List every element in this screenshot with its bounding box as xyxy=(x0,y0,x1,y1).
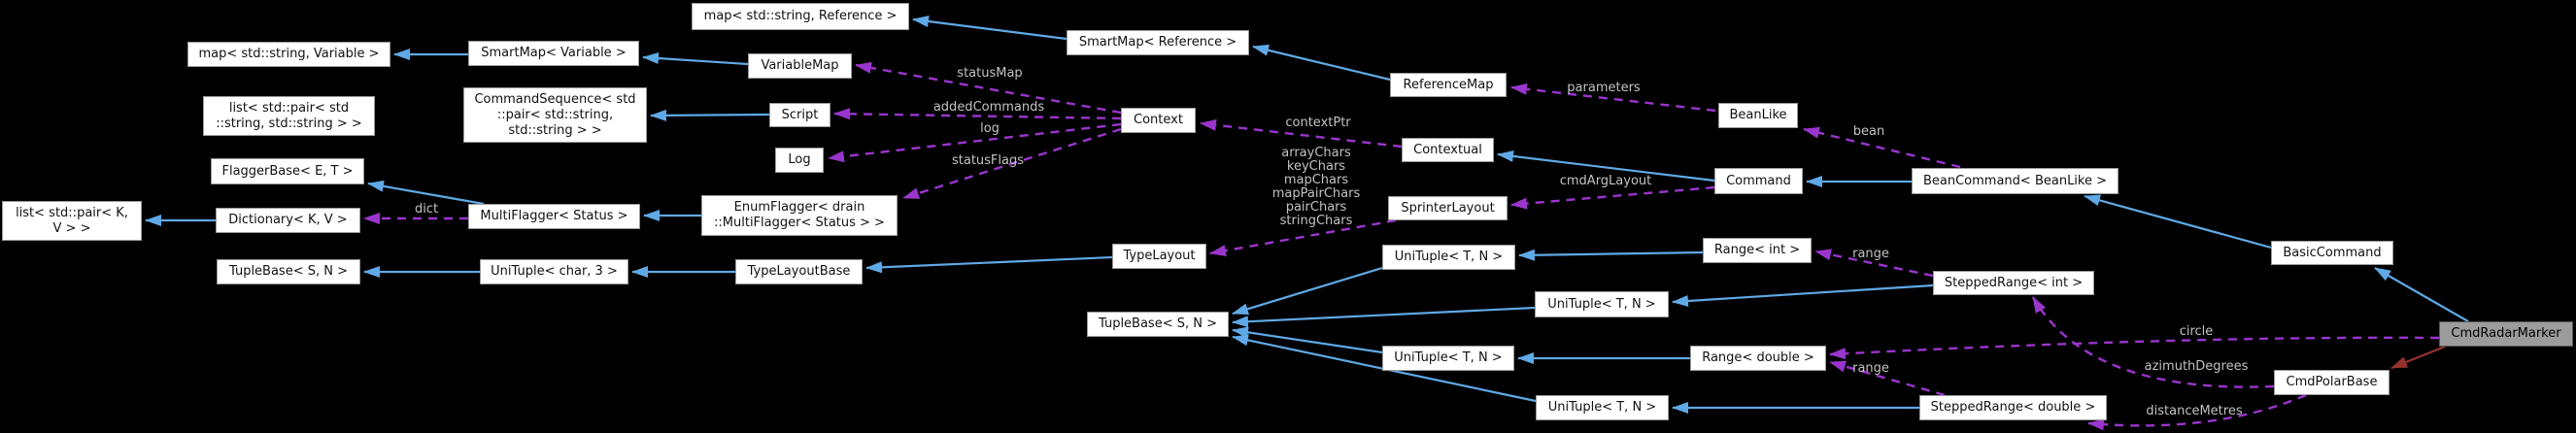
class-node-cmdradarmarker[interactable]: CmdRadarMarker xyxy=(2439,321,2573,347)
edge-inherit-19 xyxy=(1232,266,1383,316)
edge-label-statusFlags: statusFlags xyxy=(951,153,1025,168)
class-node-steppedrange-int[interactable]: SteppedRange< int > xyxy=(1933,271,2094,295)
class-node-variablemap[interactable]: VariableMap xyxy=(748,53,852,79)
class-node-unituple-char-3[interactable]: UniTuple< char, 3 > xyxy=(480,259,628,284)
class-node-unituple-t-n-1[interactable]: UniTuple< T, N > xyxy=(1382,245,1515,270)
edge-statusFlags-27 xyxy=(902,127,1122,200)
edge-inherit-21 xyxy=(1232,326,1383,354)
class-node-unituple-t-n-2[interactable]: UniTuple< T, N > xyxy=(1535,291,1669,317)
class-node-unituple-t-n-3[interactable]: UniTuple< T, N > xyxy=(1382,346,1514,371)
class-node-tuplebase-left[interactable]: TupleBase< S, N > xyxy=(217,259,360,284)
edge-contextPtr-29 xyxy=(1200,118,1403,149)
class-node-range-int[interactable]: Range< int > xyxy=(1703,238,1812,263)
class-node-flaggerbase[interactable]: FlaggerBase< E, T > xyxy=(211,158,364,184)
edge-inherit-2 xyxy=(912,16,1068,41)
class-node-beanlike[interactable]: BeanLike xyxy=(1718,103,1798,128)
edge-circle-36 xyxy=(1829,336,2440,360)
edge-inherit-3 xyxy=(1252,44,1391,82)
class-node-contextual[interactable]: Contextual xyxy=(1402,138,1494,162)
edge-label-dict: dict xyxy=(414,202,439,216)
class-node-typelayoutbase[interactable]: TypeLayoutBase xyxy=(735,259,863,284)
edge-label-parameters: parameters xyxy=(1567,81,1641,95)
class-node-commandsequence[interactable]: CommandSequence< std ::pair< std::string… xyxy=(463,87,647,143)
edge-label-range: range xyxy=(1852,247,1889,261)
edge-inherit-16 xyxy=(1672,283,1934,307)
class-node-range-double[interactable]: Range< double > xyxy=(1690,346,1826,371)
edge-bean-32 xyxy=(1803,126,1961,169)
edge-azimuthDegrees-37 xyxy=(2031,296,2275,388)
edge-inherit-20 xyxy=(1232,306,1536,328)
edge-arrayChars-30 xyxy=(1209,218,1397,257)
edge-label-arrayChars: arrayChars keyChars mapChars mapPairChar… xyxy=(1271,146,1361,228)
edge-label-contextPtr: contextPtr xyxy=(1285,116,1351,130)
class-node-cmdpolarbase[interactable]: CmdPolarBase xyxy=(2274,370,2390,395)
class-node-map-string-reference[interactable]: map< std::string, Reference > xyxy=(692,3,909,30)
class-node-typelayout[interactable]: TypeLayout xyxy=(1112,244,1206,269)
edge-label-addedCommands: addedCommands xyxy=(932,100,1045,115)
class-node-enumflagger[interactable]: EnumFlagger< drain ::MultiFlagger< Statu… xyxy=(701,195,898,236)
edge-statusMap-24 xyxy=(855,61,1122,115)
edge-inherit-14 xyxy=(2374,267,2469,322)
class-node-referencemap[interactable]: ReferenceMap xyxy=(1390,73,1507,97)
edge-derive-23 xyxy=(2390,345,2446,370)
class-node-multiflagger[interactable]: MultiFlagger< Status > xyxy=(468,204,640,229)
edge-distanceMetres-38 xyxy=(2087,393,2307,431)
edge-label-range: range xyxy=(1852,361,1889,376)
class-node-map-string-variable[interactable]: map< std::string, Variable > xyxy=(187,42,390,67)
edge-inherit-11 xyxy=(1497,150,1715,183)
edge-label-statusMap: statusMap xyxy=(957,66,1023,81)
edge-inherit-10 xyxy=(865,255,1113,274)
class-node-list-pair-kv[interactable]: list< std::pair< K, V > > xyxy=(2,201,142,241)
edge-range-35 xyxy=(1829,360,1946,397)
edge-addedCommands-25 xyxy=(833,108,1122,120)
class-node-sprinterlayout[interactable]: SprinterLayout xyxy=(1388,196,1508,220)
class-node-smartmap-reference[interactable]: SmartMap< Reference > xyxy=(1067,30,1249,55)
edge-log-26 xyxy=(828,122,1122,163)
edge-label-bean: bean xyxy=(1852,124,1885,139)
class-node-basiccommand[interactable]: BasicCommand xyxy=(2271,241,2393,265)
class-node-unituple-t-n-4[interactable]: UniTuple< T, N > xyxy=(1536,395,1669,420)
edge-inherit-1 xyxy=(642,52,749,66)
class-node-tuplebase-center[interactable]: TupleBase< S, N > xyxy=(1087,312,1229,337)
class-node-beancommand[interactable]: BeanCommand< BeanLike > xyxy=(1912,168,2118,194)
class-node-log[interactable]: Log xyxy=(775,148,824,173)
edge-label-azimuthDegrees: azimuthDegrees xyxy=(2144,359,2249,374)
edge-parameters-31 xyxy=(1510,83,1716,113)
edge-inherit-13 xyxy=(2084,194,2272,250)
class-node-smartmap-variable[interactable]: SmartMap< Variable > xyxy=(468,41,639,66)
class-node-list-pair-stdstring[interactable]: list< std::pair< std ::string, std::stri… xyxy=(203,96,375,136)
class-node-steppedrange-double[interactable]: SteppedRange< double > xyxy=(1919,395,2107,420)
edge-range-34 xyxy=(1814,249,1934,278)
class-node-command[interactable]: Command xyxy=(1714,168,1803,194)
class-node-dictionary[interactable]: Dictionary< K, V > xyxy=(216,208,360,233)
edge-label-distanceMetres: distanceMetres xyxy=(2146,404,2243,418)
edge-cmdArgLayout-33 xyxy=(1510,185,1715,210)
edge-inherit-15 xyxy=(1518,249,1704,261)
class-node-context[interactable]: Context xyxy=(1121,108,1196,133)
edge-inherit-5 xyxy=(367,180,485,206)
edge-label-log: log xyxy=(980,121,1000,136)
edge-label-cmdArgLayout: cmdArgLayout xyxy=(1559,174,1652,188)
edge-inherit-4 xyxy=(650,109,770,121)
edge-label-circle: circle xyxy=(2179,324,2214,339)
class-node-script[interactable]: Script xyxy=(769,103,830,127)
